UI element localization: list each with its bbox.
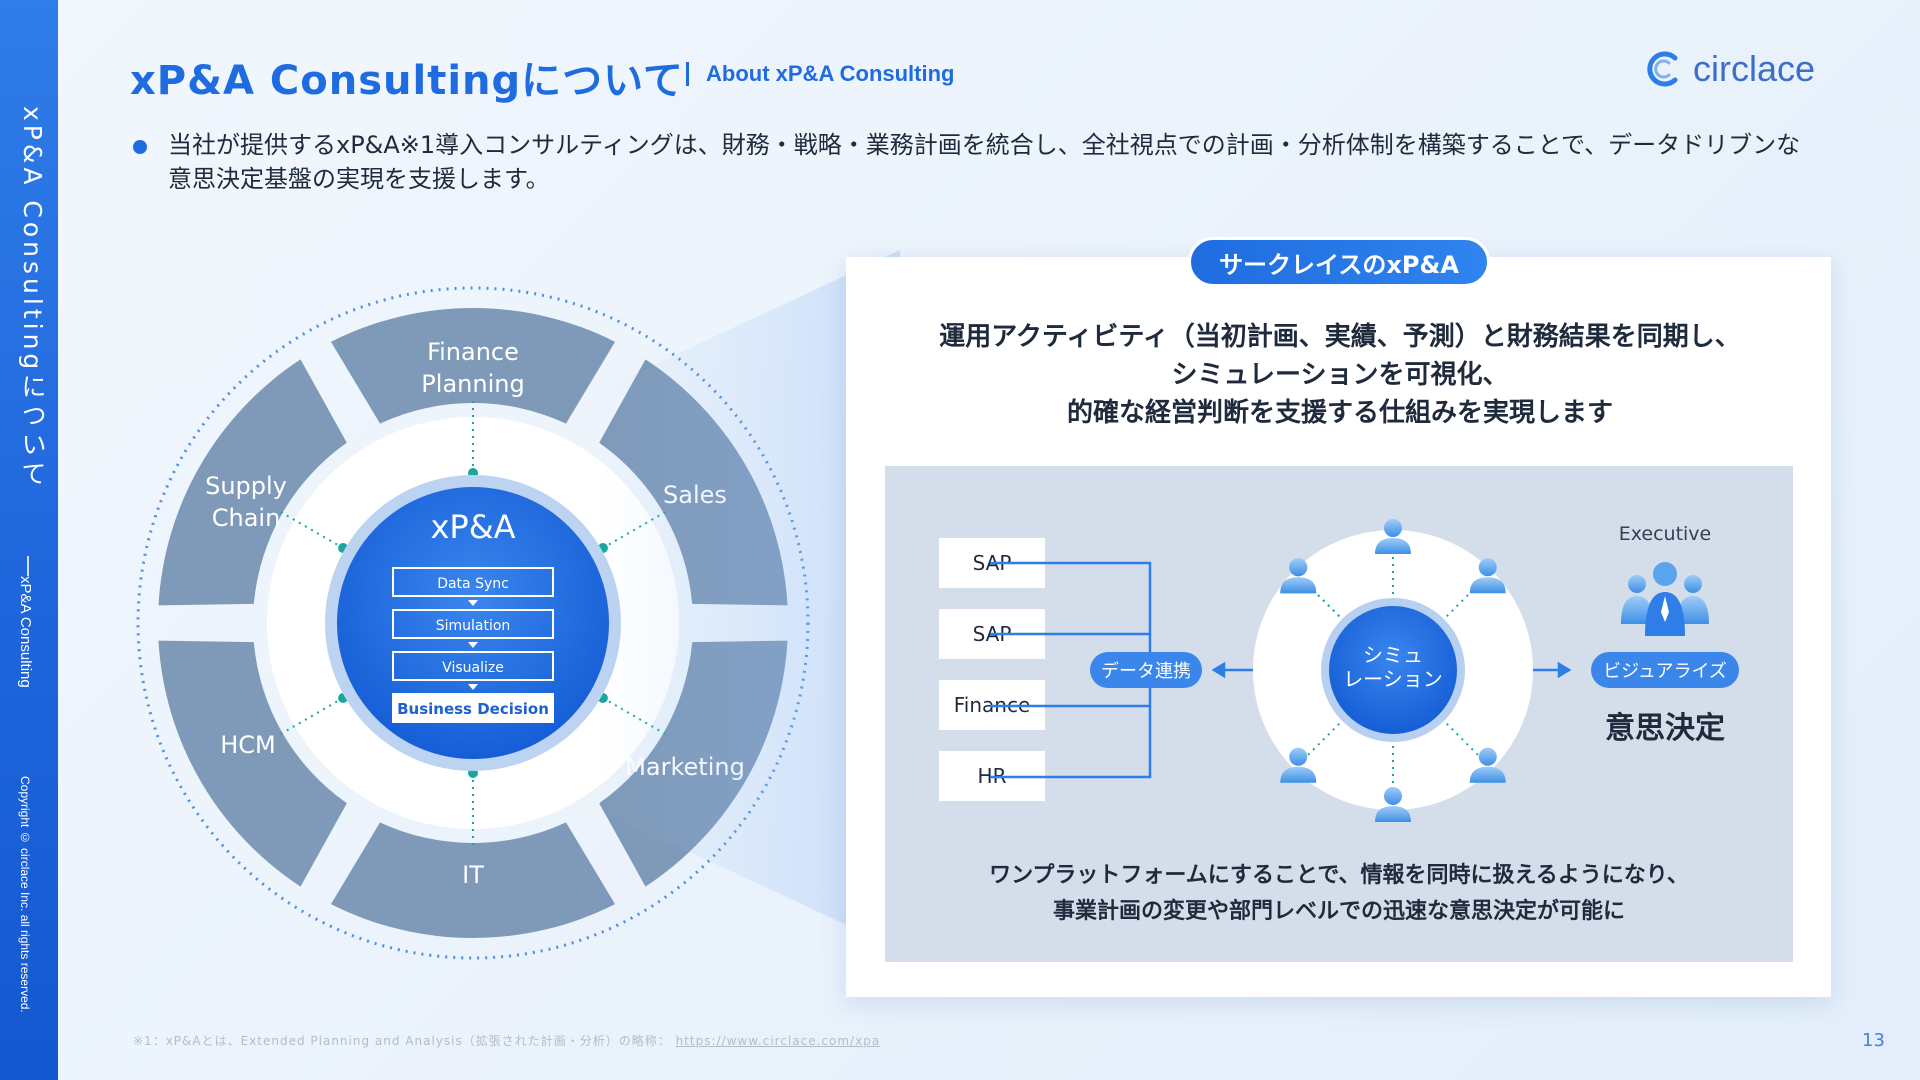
step-label: Visualize <box>442 660 504 676</box>
executive-group-icon <box>1621 562 1709 636</box>
label-finance-planning: Planning <box>421 370 524 398</box>
person-icon <box>1375 538 1411 554</box>
sidebar-subtitle: xP&A Consulting <box>17 576 34 688</box>
core-circle <box>337 487 609 759</box>
step-business-decision <box>392 693 554 723</box>
footnote: ※1：xP&Aとは、Extended Planning and Analysis… <box>133 1032 880 1049</box>
label-it: IT <box>462 861 484 889</box>
page-title: xP&A Consultingについて <box>130 58 684 104</box>
page-number: 13 <box>1862 1030 1885 1051</box>
logo: circlace <box>1645 48 1815 90</box>
outer-dotted-ring <box>136 286 810 960</box>
arrowhead <box>1211 661 1226 679</box>
footnote-text: ※1：xP&Aとは、Extended Planning and Analysis… <box>133 1034 671 1048</box>
bullet-icon <box>133 140 147 154</box>
person-icon <box>1469 577 1506 594</box>
person-icon <box>1289 747 1308 766</box>
person-icon <box>1478 747 1497 766</box>
sidebar-title: xP&A Consultingについて <box>18 106 47 490</box>
segment-sales <box>599 359 788 606</box>
logo-text: circlace <box>1693 48 1816 89</box>
step-box <box>392 567 554 597</box>
step-box <box>392 609 554 639</box>
step-label: Data Sync <box>437 576 509 592</box>
step-arrow-icon <box>468 642 478 648</box>
visualize-label: ビジュアライズ <box>1603 661 1727 682</box>
data-link-label: データ連携 <box>1101 661 1191 682</box>
segment-hcm <box>158 640 347 887</box>
segment-marketing <box>599 640 788 887</box>
page-subtitle: About xP&A Consulting <box>706 61 955 86</box>
label-hcm: HCM <box>220 731 276 759</box>
label-finance-planning: Finance <box>427 338 519 366</box>
headline-line: 的確な経営判断を支援する仕組みを実現します <box>1066 398 1613 428</box>
executive-label: Executive <box>1619 523 1712 545</box>
label-marketing: Marketing <box>625 753 745 781</box>
panel-tag: サークレイスのxP&A <box>1188 237 1490 287</box>
person-icon <box>1384 519 1402 537</box>
segment-supply-chain <box>158 359 347 606</box>
person-icon <box>1375 806 1411 822</box>
segment-finance-planning <box>330 308 616 424</box>
label-supply-chain: Supply <box>205 472 287 500</box>
arrowhead <box>1557 661 1572 679</box>
spoke-line <box>1307 723 1340 756</box>
sim-label-1: シミュ <box>1363 643 1423 667</box>
segment-it <box>330 822 616 939</box>
headline-line: シミュレーションを可視化、 <box>1171 360 1509 390</box>
panel-headline: 運用アクティビティ（当初計画、実績、予測）と財務結果を同期し、 シミュレーション… <box>870 318 1810 432</box>
data-link-badge <box>1090 652 1202 688</box>
step-label: Simulation <box>436 618 511 634</box>
sidebar: xP&A Consultingについて xP&A Consulting Copy… <box>0 0 58 1080</box>
decision-label: 意思決定 <box>1605 711 1725 746</box>
spoke-line <box>1446 723 1479 756</box>
label-supply-chain: Chain <box>212 504 281 532</box>
circlace-logo-icon <box>1647 51 1678 87</box>
person-icon <box>1289 558 1308 577</box>
step-arrow-icon <box>468 684 478 690</box>
step-label: Business Decision <box>397 700 549 718</box>
person-icon <box>1384 787 1402 805</box>
step-arrow-icon <box>468 600 478 606</box>
title-divider <box>686 62 689 86</box>
person-icon <box>1280 577 1317 594</box>
core-title: xP&A <box>430 508 515 546</box>
step-box <box>392 651 554 681</box>
label-sales: Sales <box>663 481 727 509</box>
copyright: Copyright © circlace Inc. all rights res… <box>18 776 32 1013</box>
footnote-link[interactable]: https://www.circlace.com/xpa <box>675 1034 881 1048</box>
headline-line: 運用アクティビティ（当初計画、実績、予測）と財務結果を同期し、 <box>939 322 1741 352</box>
intro-text: 当社が提供するxP&A※1導入コンサルティングは、財務・戦略・業務計画を統合し、… <box>168 131 1801 193</box>
simulation-circle <box>1329 606 1457 734</box>
person-icon <box>1478 558 1497 577</box>
visualize-badge <box>1591 652 1739 688</box>
panel-footer: ワンプラットフォームにすることで、情報を同時に扱えるようになり、 事業計画の変更… <box>885 858 1793 930</box>
footer-line: ワンプラットフォームにすることで、情報を同時に扱えるようになり、 <box>989 863 1689 888</box>
xpa-wheel-diagram: xP&A Data SyncSimulationVisualizeBusines… <box>136 286 810 960</box>
sim-label-2: レーション <box>1343 667 1443 691</box>
sidebar-divider <box>27 556 29 576</box>
person-icon <box>1469 766 1506 783</box>
footer-line: 事業計画の変更や部門レベルでの迅速な意思決定が可能に <box>1052 899 1625 924</box>
person-icon <box>1280 766 1317 783</box>
